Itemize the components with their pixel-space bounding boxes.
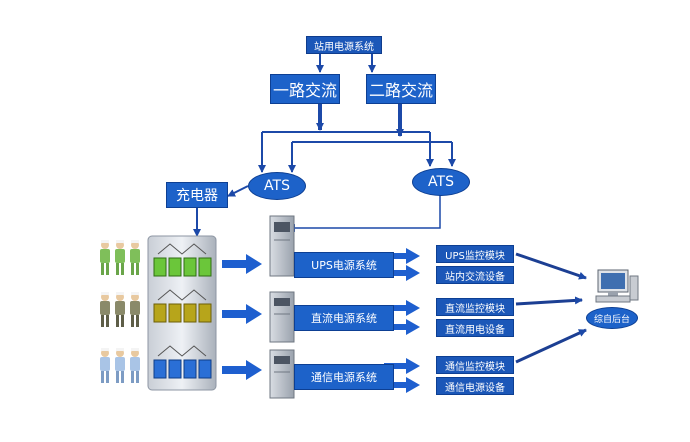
station-power-title: 站用电源系统: [306, 36, 382, 54]
workers-ups: [100, 240, 140, 275]
cabinet-comm: [269, 349, 295, 399]
ats-right: ATS: [412, 168, 470, 196]
comm-system-box: 通信电源系统: [294, 364, 394, 390]
ups-system-box: UPS电源系统: [294, 252, 394, 278]
backend-links: [515, 252, 587, 364]
ac-input-2: 二路交流: [366, 74, 436, 104]
dc-monitor-module: 直流监控模块: [436, 298, 514, 316]
dc-equipment: 直流用电设备: [436, 319, 514, 337]
charger-box: 充电器: [166, 182, 228, 208]
top-connectors: [193, 54, 456, 237]
ac-input-1: 一路交流: [270, 74, 340, 104]
output-arrows: [384, 248, 420, 393]
ats-left: ATS: [248, 172, 306, 200]
backend-label: 综自后台: [586, 307, 638, 329]
ups-monitor-module: UPS监控模块: [436, 245, 514, 263]
station-ac-equipment: 站内交流设备: [436, 266, 514, 284]
dc-system-box: 直流电源系统: [294, 305, 394, 331]
comm-monitor-module: 通信监控模块: [436, 356, 514, 374]
workers-comm: [100, 348, 140, 383]
workers-dc: [100, 292, 140, 327]
battery-row-ups: [153, 243, 212, 277]
computer-icon: [595, 269, 639, 303]
battery-row-dc: [153, 289, 212, 323]
cabinet-ups: [269, 215, 295, 277]
battery-rack: [147, 235, 217, 391]
battery-row-comm: [153, 345, 212, 379]
comm-power-equipment: 通信电源设备: [436, 377, 514, 395]
block-arrows: [222, 254, 262, 380]
cabinet-dc: [269, 291, 295, 343]
